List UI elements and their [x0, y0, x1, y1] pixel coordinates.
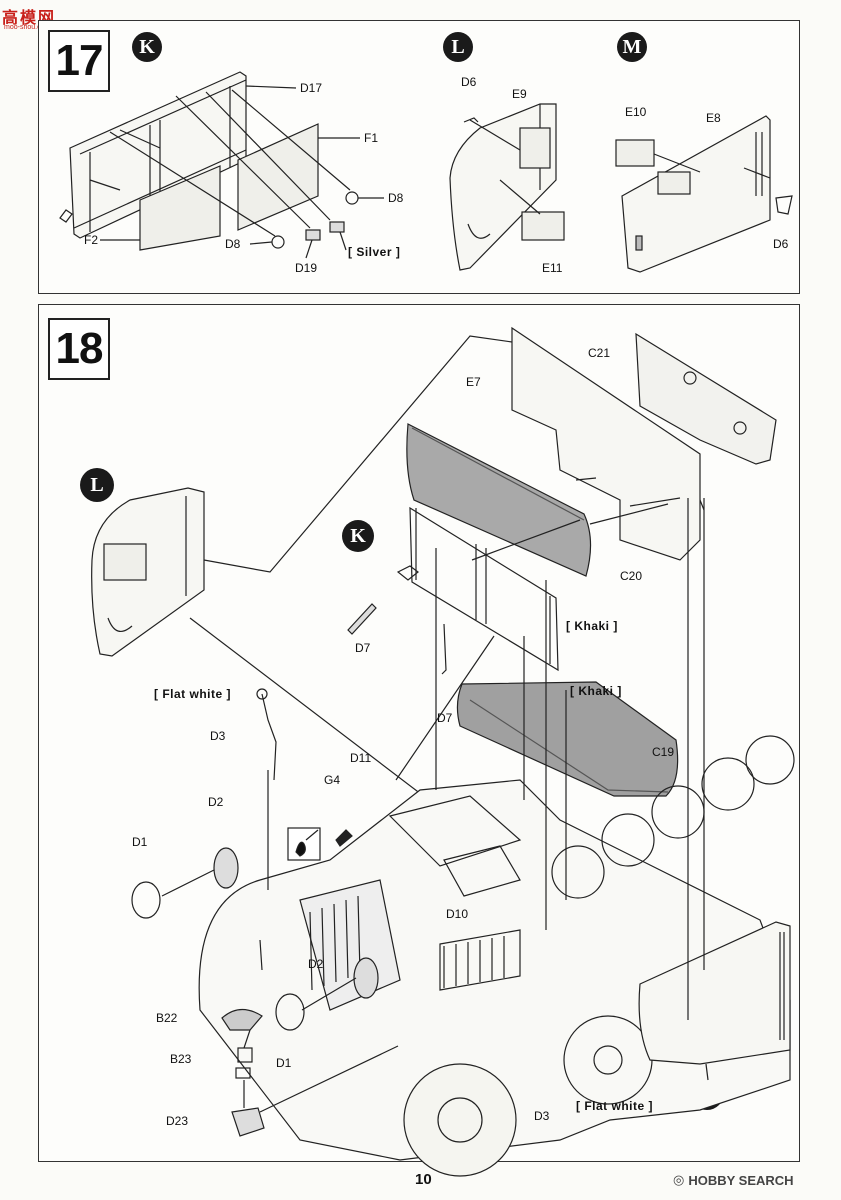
label-e8: E8	[706, 111, 721, 125]
label-d8-a: D8	[388, 191, 404, 205]
label-c19: C19	[652, 745, 675, 759]
label-e11: E11	[542, 261, 563, 275]
step18-badge-l: L	[80, 468, 114, 502]
label-silver: [ Silver ]	[348, 245, 401, 259]
label-f2: F2	[84, 233, 99, 247]
label-d3-a: D3	[210, 729, 226, 743]
label-e10: E10	[625, 105, 647, 119]
label-d19: D19	[295, 261, 318, 275]
hobby-search-text: HOBBY SEARCH	[688, 1172, 794, 1188]
label-c21: C21	[588, 346, 611, 360]
label-d8-b: D8	[225, 237, 241, 251]
label-flat-white-2: [ Flat white ]	[576, 1099, 653, 1113]
label-d23: D23	[166, 1114, 189, 1128]
page-number: 10	[415, 1171, 432, 1188]
label-d3-b: D3	[534, 1109, 550, 1123]
step17-badge-l: L	[443, 32, 473, 62]
label-c20: C20	[620, 569, 643, 583]
label-e9: E9	[512, 87, 527, 101]
label-d10: D10	[446, 907, 469, 921]
label-khaki-2: [ Khaki ]	[570, 684, 622, 698]
label-g4: G4	[324, 773, 341, 787]
step17-drawing	[59, 71, 793, 273]
label-d6-b: D6	[773, 237, 789, 251]
label-d7-a: D7	[355, 641, 371, 655]
hobby-search-icon: ◎	[673, 1172, 685, 1187]
logo-sub: moo-shou.com	[4, 24, 51, 31]
label-d11: D11	[350, 751, 372, 765]
label-flat-white-1: [ Flat white ]	[154, 687, 231, 701]
label-b22: B22	[156, 1011, 178, 1025]
step17-badge-m: M	[617, 32, 647, 62]
label-khaki-1: [ Khaki ]	[566, 619, 618, 633]
step17-badge-k: K	[132, 32, 162, 62]
label-d2-b: D2	[308, 957, 324, 971]
step-18-number: 18	[48, 318, 110, 380]
hobby-search-logo: ◎ HOBBY SEARCH	[673, 1172, 794, 1188]
label-e7: E7	[466, 375, 481, 389]
label-d2-a: D2	[208, 795, 224, 809]
label-d17: D17	[300, 81, 323, 95]
label-d1-b: D1	[276, 1056, 292, 1070]
label-d1-a: D1	[132, 835, 148, 849]
label-f1: F1	[364, 131, 379, 145]
label-b23: B23	[170, 1052, 192, 1066]
step-17-number: 17	[48, 30, 110, 92]
label-d7-b: D7	[437, 711, 453, 725]
step18-badge-k: K	[342, 520, 374, 552]
label-d6-a: D6	[461, 75, 477, 89]
